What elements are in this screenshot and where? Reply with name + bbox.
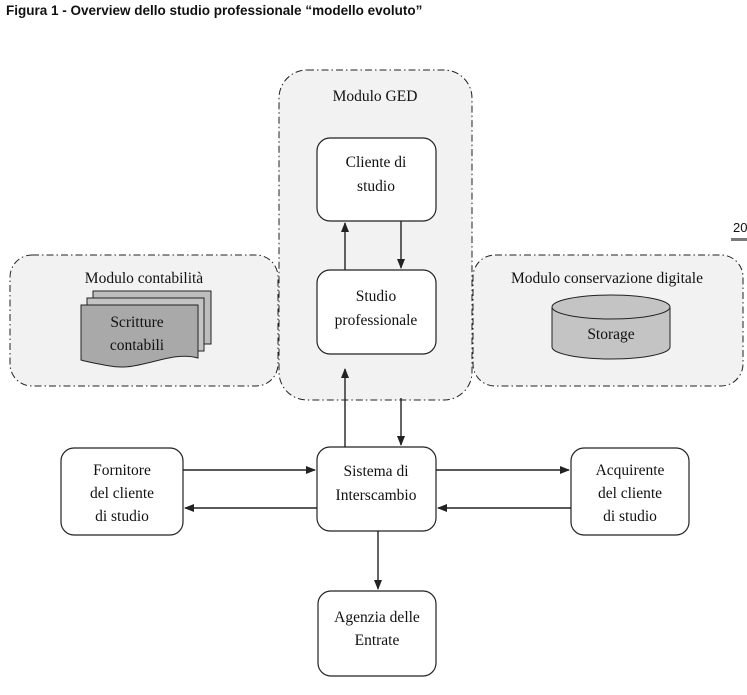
figure-title: Figura 1 - Overview dello studio profess… bbox=[6, 3, 423, 18]
node-scritture-contabili-line-1: Scritture bbox=[110, 314, 163, 331]
node-cliente-studio bbox=[316, 137, 437, 222]
storage-cylinder-icon bbox=[551, 294, 671, 360]
page-number-rule bbox=[731, 238, 747, 241]
label-modulo-conservazione: Modulo conservazione digitale bbox=[511, 270, 703, 287]
node-fornitore-line-3: di studio bbox=[95, 508, 149, 525]
node-scritture-contabili-line-2: contabili bbox=[110, 337, 165, 354]
node-sistema-interscambio-line-2: Interscambio bbox=[336, 487, 417, 504]
node-studio-professionale bbox=[316, 269, 437, 355]
page-number: 20 bbox=[733, 220, 747, 235]
node-acquirente-line-2: del cliente bbox=[598, 485, 662, 502]
node-cliente-studio-line-1: Cliente di bbox=[346, 154, 407, 171]
node-storage: Storage bbox=[587, 326, 634, 343]
node-acquirente bbox=[570, 447, 690, 536]
scritture-contabili-icon bbox=[80, 290, 212, 368]
node-agenzia-entrate bbox=[317, 590, 437, 677]
node-sistema-interscambio bbox=[316, 446, 437, 532]
label-modulo-ged: Modulo GED bbox=[333, 88, 418, 105]
node-fornitore-line-1: Fornitore bbox=[93, 462, 151, 479]
node-acquirente-line-1: Acquirente bbox=[596, 462, 665, 479]
node-fornitore-line-2: del cliente bbox=[90, 485, 154, 502]
node-agenzia-entrate-line-2: Entrate bbox=[355, 632, 400, 649]
node-acquirente-line-3: di studio bbox=[603, 508, 657, 525]
node-fornitore bbox=[60, 447, 184, 536]
node-studio-professionale-line-2: professionale bbox=[335, 312, 418, 329]
node-cliente-studio-line-2: studio bbox=[357, 178, 395, 195]
node-agenzia-entrate-line-1: Agenzia delle bbox=[334, 609, 420, 626]
node-sistema-interscambio-line-1: Sistema di bbox=[343, 463, 409, 480]
label-modulo-contabilita: Modulo contabilità bbox=[85, 270, 204, 287]
node-studio-professionale-line-1: Studio bbox=[356, 288, 397, 305]
